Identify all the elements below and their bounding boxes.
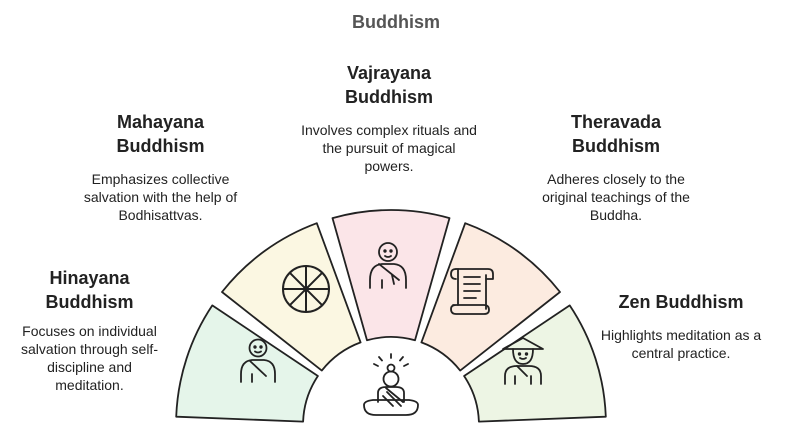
monk-robe-icon: [369, 242, 407, 289]
zen-monk-hat-icon: [502, 337, 544, 385]
segment-zen: [463, 304, 607, 423]
segment-theravada: [420, 222, 561, 372]
scroll-icon: [450, 268, 494, 315]
mahayana-description: Emphasizes collective salvation with the…: [83, 171, 238, 223]
diagram-title: Buddhism: [352, 12, 440, 32]
monk-icon: [240, 338, 276, 383]
zen-title: Zen Buddhism: [618, 292, 744, 312]
segment-hinayana: [175, 304, 319, 423]
vajrayana-description: Involves complex rituals and the pursuit…: [301, 122, 477, 174]
zen-description: Highlights meditation as a central pract…: [600, 327, 762, 361]
theravada-description: Adheres closely to the original teaching…: [542, 171, 690, 223]
meditating-buddha-icon: [363, 353, 419, 416]
label-zen: Zen Buddhism Highlights meditation as a …: [596, 290, 766, 362]
dharma-wheel-icon: [282, 265, 330, 313]
segment-vajrayana: [331, 209, 451, 342]
hinayana-description: Focuses on individual salvation through …: [21, 323, 158, 393]
segment-mahayana: [221, 222, 362, 372]
